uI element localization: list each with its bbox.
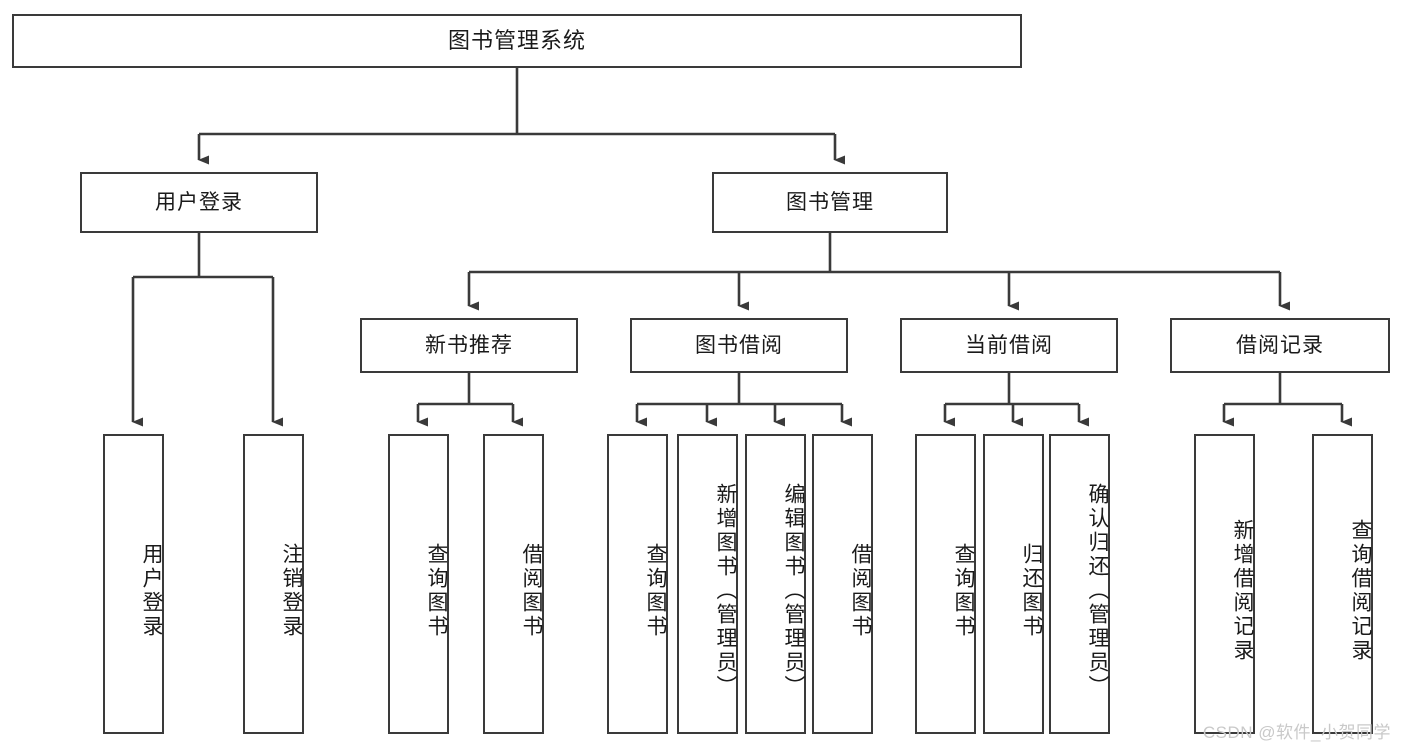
leaf-confirm-return[interactable]: 确认归还（管理员） bbox=[1049, 434, 1110, 734]
leaf-borrow-book-recommend[interactable]: 借阅图书 bbox=[483, 434, 544, 734]
node-label: 查询图书 bbox=[952, 543, 975, 639]
node-label: 用户登录 bbox=[155, 190, 243, 214]
node-book-manage[interactable]: 图书管理 bbox=[712, 172, 948, 233]
node-label: 图书管理系统 bbox=[447, 27, 586, 53]
node-user-login[interactable]: 用户登录 bbox=[80, 172, 318, 233]
csdn-watermark: CSDN @软件_小贺同学 bbox=[1202, 723, 1391, 742]
leaf-query-book-recommend[interactable]: 查询图书 bbox=[388, 434, 449, 734]
node-label: 当前借阅 bbox=[965, 333, 1053, 357]
leaf-user-login[interactable]: 用户登录 bbox=[103, 434, 164, 734]
leaf-query-book-borrow[interactable]: 查询图书 bbox=[607, 434, 668, 734]
node-label: 归还图书 bbox=[1020, 543, 1043, 639]
node-label: 查询图书 bbox=[425, 543, 448, 639]
node-label: 注销登录 bbox=[280, 543, 303, 639]
leaf-query-borrow-record[interactable]: 查询借阅记录 bbox=[1312, 434, 1373, 734]
node-label: 新增图书（管理员） bbox=[714, 483, 737, 699]
node-label: 新增借阅记录 bbox=[1231, 519, 1254, 663]
leaf-edit-book[interactable]: 编辑图书（管理员） bbox=[745, 434, 806, 734]
node-label: 图书管理 bbox=[786, 190, 874, 214]
node-root-book-management-system[interactable]: 图书管理系统 bbox=[12, 14, 1022, 68]
node-label: 借阅记录 bbox=[1236, 333, 1324, 357]
node-label: 确认归还（管理员） bbox=[1086, 483, 1109, 699]
leaf-add-book[interactable]: 新增图书（管理员） bbox=[677, 434, 738, 734]
leaf-return-book[interactable]: 归还图书 bbox=[983, 434, 1044, 734]
node-current-borrow[interactable]: 当前借阅 bbox=[900, 318, 1118, 373]
node-label: 查询借阅记录 bbox=[1349, 519, 1372, 663]
node-label: 图书借阅 bbox=[695, 333, 783, 357]
leaf-logout[interactable]: 注销登录 bbox=[243, 434, 304, 734]
node-label: 新书推荐 bbox=[425, 333, 513, 357]
node-borrow-record[interactable]: 借阅记录 bbox=[1170, 318, 1390, 373]
leaf-borrow-book[interactable]: 借阅图书 bbox=[812, 434, 873, 734]
node-label: 用户登录 bbox=[140, 543, 163, 639]
node-new-book-recommend[interactable]: 新书推荐 bbox=[360, 318, 578, 373]
node-label: 编辑图书（管理员） bbox=[782, 483, 805, 699]
node-label: 借阅图书 bbox=[520, 543, 543, 639]
node-label: 借阅图书 bbox=[849, 543, 872, 639]
leaf-add-borrow-record[interactable]: 新增借阅记录 bbox=[1194, 434, 1255, 734]
leaf-query-book-current[interactable]: 查询图书 bbox=[915, 434, 976, 734]
node-book-borrow[interactable]: 图书借阅 bbox=[630, 318, 848, 373]
node-label: 查询图书 bbox=[644, 543, 667, 639]
